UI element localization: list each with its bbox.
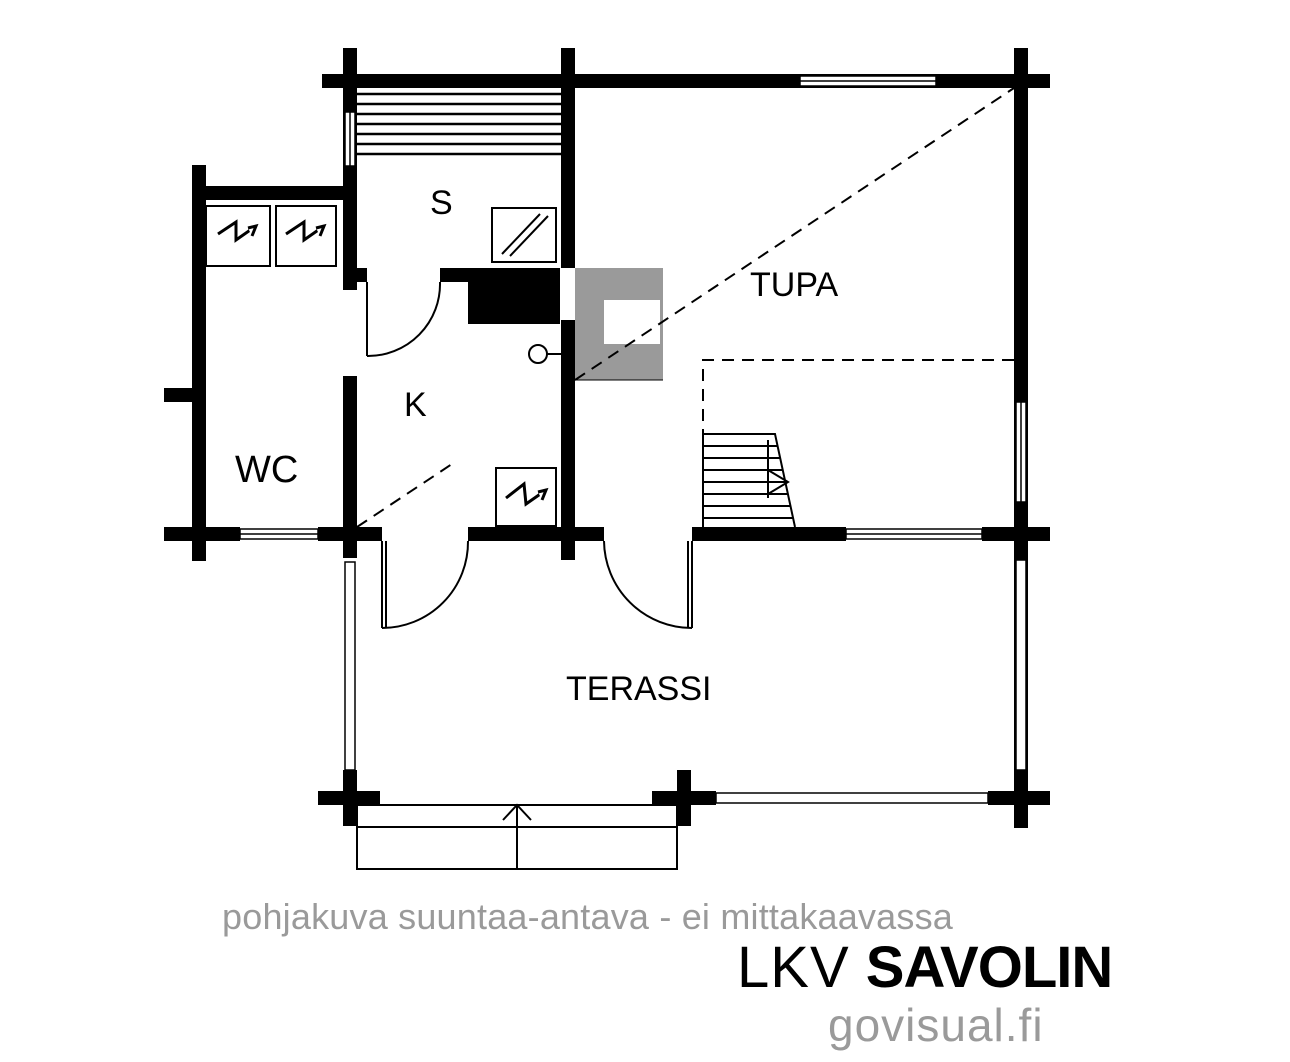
- sauna-heater-icon: [491, 207, 557, 263]
- brand-name: SAVOLIN: [865, 935, 1113, 1000]
- brand-logo: LKV SAVOLIN: [737, 935, 1113, 1000]
- washer-icon: [205, 205, 271, 267]
- windows: [239, 75, 1027, 804]
- room-label-living: TUPA: [750, 266, 838, 304]
- dashed-lines: [356, 87, 1015, 528]
- sauna-bench: [357, 92, 561, 156]
- room-label-wc: WC: [235, 449, 298, 491]
- appliances: [205, 205, 561, 527]
- room-label-kitchen: K: [404, 386, 427, 424]
- website-text: govisual.fi: [828, 999, 1044, 1051]
- floor-drain-icon: [528, 344, 548, 364]
- entrance-steps: [356, 803, 678, 870]
- room-label-terrace: TERASSI: [566, 670, 711, 708]
- stairs: [702, 433, 796, 528]
- doors: [366, 281, 693, 629]
- fireplace: [575, 268, 663, 381]
- room-label-sauna: S: [430, 184, 453, 222]
- plan-caption: pohjakuva suuntaa-antava - ei mittakaava…: [222, 896, 954, 937]
- walls: [164, 48, 1050, 828]
- brand-prefix: LKV: [737, 935, 850, 1000]
